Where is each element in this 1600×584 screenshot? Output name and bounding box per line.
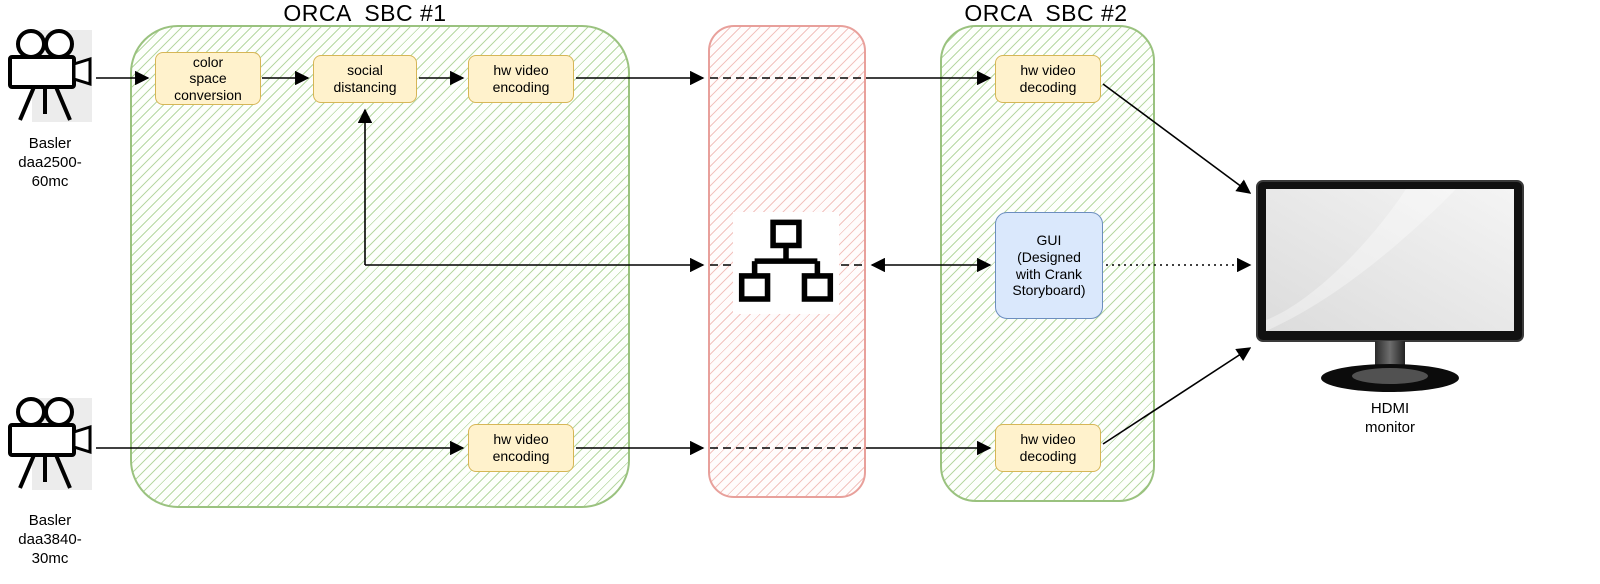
zone-orca-sbc1 — [130, 25, 630, 508]
camera-bottom-label: Basler daa3840- 30mc — [18, 512, 82, 567]
network-switch-icon — [733, 212, 839, 314]
video-camera-glyph — [8, 29, 92, 122]
node-hw-video-encoding-top: hw video encoding — [468, 55, 574, 103]
camera-top-label: Basler daa2500- 60mc — [18, 135, 82, 190]
node-social-distancing: social distancing — [313, 55, 417, 103]
sbc2-title: ORCA SBC #2 — [964, 0, 1128, 26]
camera-top-icon — [4, 26, 96, 131]
node-hw-video-decoding-bottom: hw video decoding — [995, 424, 1101, 472]
network-switch-glyph — [738, 219, 834, 302]
desktop-monitor-glyph — [1256, 180, 1524, 392]
sbc1-title: ORCA SBC #1 — [283, 0, 447, 26]
node-color-space-conversion: color space conversion — [155, 52, 261, 105]
node-hw-video-decoding-top: hw video decoding — [995, 55, 1101, 103]
hdmi-monitor-icon — [1256, 180, 1528, 403]
hdmi-monitor-label: HDMI monitor — [1364, 400, 1416, 436]
node-hw-video-encoding-bottom: hw video encoding — [468, 424, 574, 472]
video-camera-glyph — [8, 397, 92, 490]
node-gui-crank-storyboard: GUI (Designed with Crank Storyboard) — [995, 212, 1103, 319]
camera-bottom-icon — [4, 394, 96, 499]
